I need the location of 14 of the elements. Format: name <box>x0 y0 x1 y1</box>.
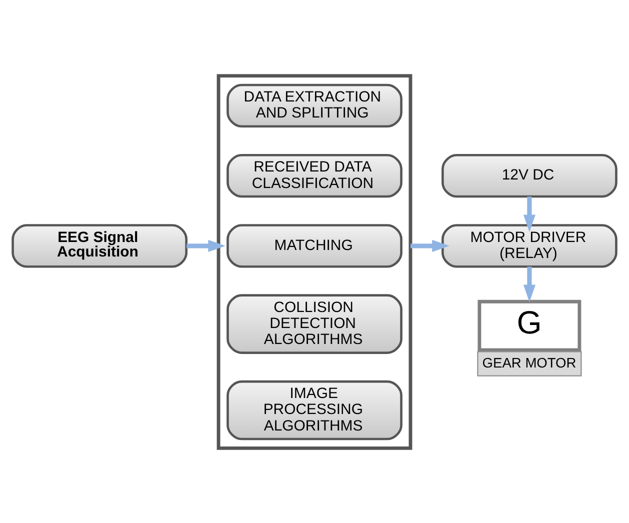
node-label: GEAR MOTOR <box>482 354 576 370</box>
node-box: DATA EXTRACTION AND SPLITTING <box>226 83 402 128</box>
node-box: EEG Signal Acquisition <box>12 224 188 268</box>
node-box: RECEIVED DATA CLASSIFICATION <box>226 153 402 198</box>
node-box: COLLISION DETECTION ALGORITHMS <box>226 294 402 354</box>
arrow <box>186 239 226 252</box>
node-box: IMAGE PROCESSING ALGORITHMS <box>226 380 402 440</box>
node-box: 12V DC <box>442 153 618 198</box>
arrow <box>523 196 536 232</box>
node-box: MATCHING <box>226 224 402 268</box>
arrow <box>410 239 450 252</box>
node-box: MOTOR DRIVER (RELAY) <box>442 224 618 268</box>
cluster <box>216 74 412 450</box>
arrow <box>523 266 536 302</box>
